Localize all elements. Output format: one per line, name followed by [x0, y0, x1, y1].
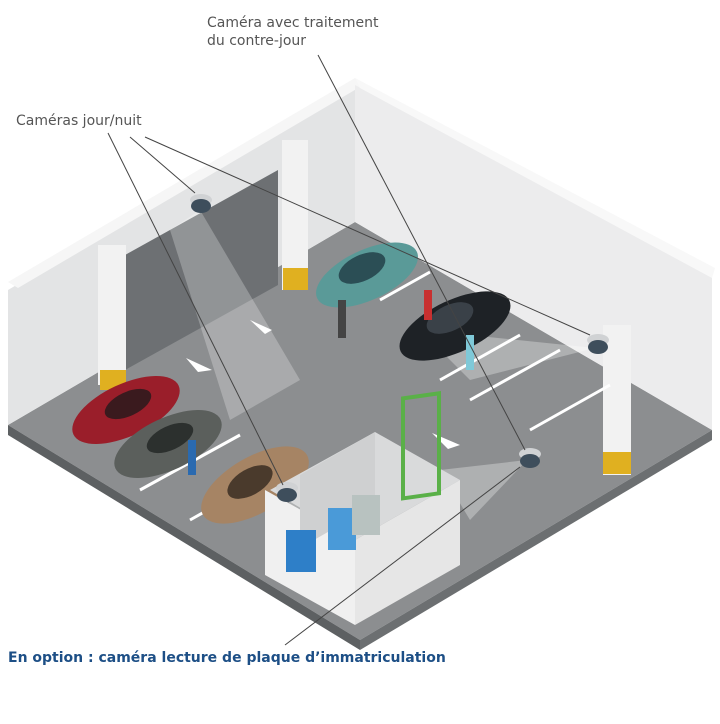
- option-plate-camera-label: En option : caméra lecture de plaque d’i…: [8, 650, 446, 666]
- pillar: [98, 245, 126, 385]
- direction-arrow: [250, 320, 272, 334]
- label-line: du contre-jour: [207, 33, 307, 49]
- dome-camera: [276, 482, 298, 502]
- car-red: [72, 375, 180, 445]
- camera-view-cone: [440, 460, 527, 520]
- floor-edge: [8, 425, 360, 650]
- pillar: [603, 325, 631, 475]
- person: [466, 335, 474, 370]
- car-teal: [316, 242, 418, 308]
- person: [188, 440, 196, 475]
- camera-view-cone: [170, 210, 300, 420]
- hazard-stripes: [603, 452, 631, 474]
- left-wall-top: [8, 78, 365, 288]
- car-tan: [201, 446, 309, 524]
- car-gray: [114, 409, 222, 479]
- door-frame: [401, 391, 441, 501]
- ramp-recess: [125, 170, 278, 370]
- backlight-camera-label: Caméra avec traitement du contre-jour: [207, 14, 378, 50]
- person: [338, 300, 346, 338]
- car-black: [399, 291, 511, 361]
- floor-edge-right: [360, 430, 712, 650]
- right-wall-top: [355, 78, 715, 278]
- pillar: [282, 140, 308, 290]
- day-night-cameras-label: Caméras jour/nuit: [16, 113, 142, 129]
- dome-camera: [587, 334, 609, 354]
- dome-camera: [519, 448, 541, 468]
- label-line: Caméra avec traitement: [207, 15, 379, 31]
- utility-room-back: [300, 432, 375, 548]
- leader-lines: [107, 54, 591, 646]
- bin-blue: [286, 530, 316, 572]
- bin-gray: [352, 495, 380, 535]
- direction-arrow: [186, 358, 212, 372]
- person: [424, 290, 432, 320]
- bin-blue: [328, 508, 356, 550]
- dome-camera: [190, 194, 212, 213]
- hazard-stripes: [283, 268, 308, 290]
